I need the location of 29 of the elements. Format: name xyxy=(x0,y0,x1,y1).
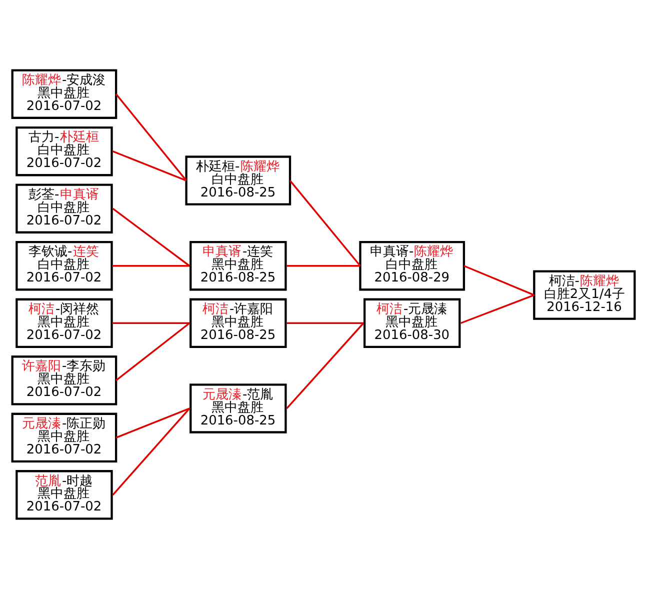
node-box: 陈耀烨-安成浚 黑中盘胜 2016-07-02 xyxy=(11,69,118,119)
node-box: 古力-朴廷桓 白中盘胜 2016-07-02 xyxy=(16,126,113,176)
connector xyxy=(286,322,364,410)
node-box: 柯洁-元晟溱 黑中盘胜 2016-08-30 xyxy=(363,298,461,348)
node-box: 元晟溱-陈正勋 黑中盘胜 2016-07-02 xyxy=(11,412,118,462)
connector xyxy=(464,265,534,296)
connector xyxy=(286,322,364,324)
node-box: 柯洁-许嘉阳 黑中盘胜 2016-08-25 xyxy=(190,298,287,348)
node-box: 彭荃-申真谞 白中盘胜 2016-07-02 xyxy=(16,184,113,234)
connector xyxy=(115,94,187,182)
connector xyxy=(289,180,361,266)
node-box: 元晟溱-范胤 黑中盘胜 2016-08-25 xyxy=(190,384,287,434)
node-box: 柯洁-陈耀烨 白胜2又1/4子 2016-12-16 xyxy=(533,270,636,320)
connector xyxy=(112,150,187,182)
connector xyxy=(286,265,360,267)
connector xyxy=(116,408,190,438)
connector xyxy=(116,322,190,382)
node-box: 申真谞-连笑 黑中盘胜 2016-08-25 xyxy=(190,241,287,291)
node-box: 范胤-时越 黑中盘胜 2016-07-02 xyxy=(16,470,113,520)
connector xyxy=(112,265,190,267)
node-box: 申真谞-陈耀烨 白中盘胜 2016-08-29 xyxy=(359,241,466,291)
connector xyxy=(112,208,190,267)
node-box: 许嘉阳-李东勋 黑中盘胜 2016-07-02 xyxy=(11,356,118,406)
node-box: 朴廷桓-陈耀烨 白中盘胜 2016-08-25 xyxy=(185,156,292,206)
connector xyxy=(112,408,190,496)
node-box: 柯洁-闵祥然 黑中盘胜 2016-07-02 xyxy=(16,298,113,348)
connector xyxy=(112,322,190,324)
connector xyxy=(460,294,534,324)
node-box: 李钦诚-连笑 白中盘胜 2016-07-02 xyxy=(16,241,113,291)
